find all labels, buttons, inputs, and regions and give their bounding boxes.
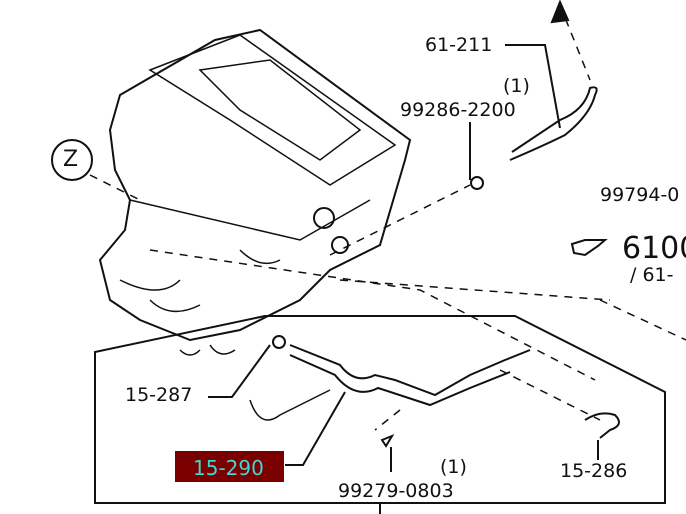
- pointing-hand-icon: [570, 239, 608, 257]
- callout-99794[interactable]: 99794-0: [600, 184, 680, 206]
- qty-99279-0803: (1): [440, 456, 467, 478]
- callout-15-287[interactable]: 15-287: [125, 384, 193, 406]
- view-marker-z: Z: [63, 147, 79, 172]
- callout-99286-2200[interactable]: 99286-2200: [400, 99, 516, 121]
- callout-15-290[interactable]: 15-290: [193, 456, 264, 480]
- engine-block-drawing: [98, 28, 412, 421]
- view-marker-circle: [51, 139, 93, 181]
- detail-box: [94, 315, 666, 504]
- callout-61-sub[interactable]: / 61-: [630, 264, 674, 286]
- callout-99279-0803[interactable]: 99279-0803: [338, 480, 454, 502]
- callout-6100[interactable]: 6100: [622, 231, 686, 266]
- callout-15-286[interactable]: 15-286: [560, 460, 628, 482]
- qty-99286-2200: (1): [503, 75, 530, 97]
- callout-15-290-highlight[interactable]: 15-290: [175, 451, 284, 482]
- callout-61-211[interactable]: 61-211: [425, 34, 493, 56]
